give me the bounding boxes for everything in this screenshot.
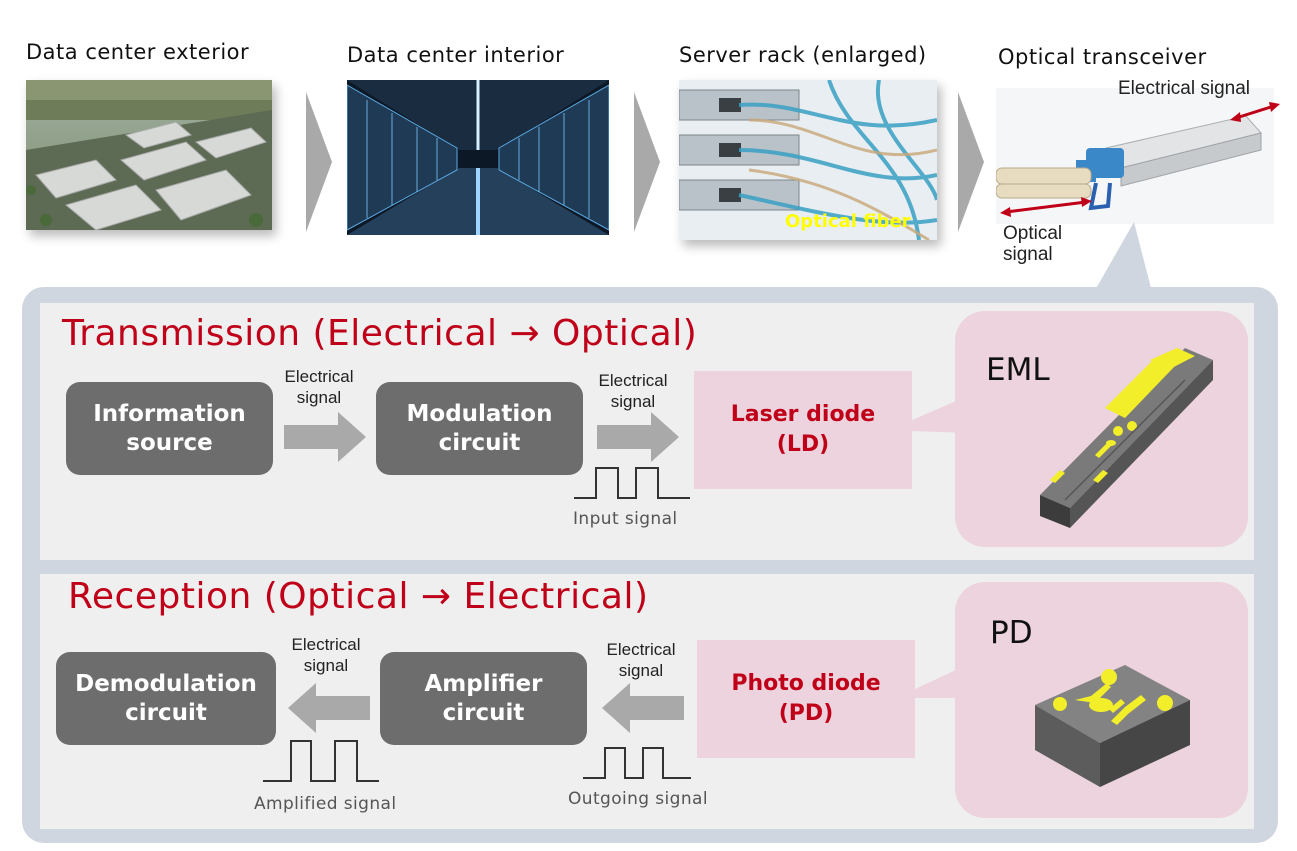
optical-fiber-label: Optical fiber [785,211,911,232]
input-signal-waveform [574,467,690,499]
eml-label: EML [986,352,1050,388]
rx-arrow1-icon [288,683,370,733]
flow-chevron-3 [958,92,984,232]
callout-pointer [1094,222,1152,292]
photo-diode-box: Photo diode(PD) [697,640,915,758]
transceiver-caption: Optical transceiver [998,45,1207,69]
flow-chevron-1 [306,92,332,232]
eml-bubble [955,311,1248,547]
outgoing-signal-waveform [583,747,691,779]
tx-arrow1-icon [284,412,366,462]
rx-arrow2-icon [602,683,684,733]
laser-diode-box: Laser diode(LD) [694,371,912,489]
reception-title: Reception (Optical → Electrical) [68,576,649,617]
pd-label: PD [990,615,1033,651]
exterior-caption: Data center exterior [26,40,250,64]
amplified-signal-label: Amplified signal [254,794,397,814]
input-signal-label: Input signal [573,509,678,529]
transceiver-photo [996,88,1274,224]
amplified-signal-waveform [263,740,379,782]
pd-chip-icon [1035,665,1190,787]
rack-caption: Server rack (enlarged) [679,43,927,67]
exterior-photo [26,80,272,230]
interior-caption: Data center interior [347,43,565,67]
electrical-signal-label: Electrical signal [1118,78,1250,99]
optical-arrow-icon [1000,197,1092,217]
transmission-title: Transmission (Electrical → Optical) [62,313,698,354]
tx-arrow2-icon [597,412,679,462]
rack-photo: Optical fiber [679,80,937,240]
flow-chevron-2 [634,92,660,232]
electrical-arrow-icon [1230,102,1280,122]
interior-photo [347,80,609,235]
outgoing-signal-label: Outgoing signal [568,789,708,809]
eml-chip-icon [1040,348,1213,528]
